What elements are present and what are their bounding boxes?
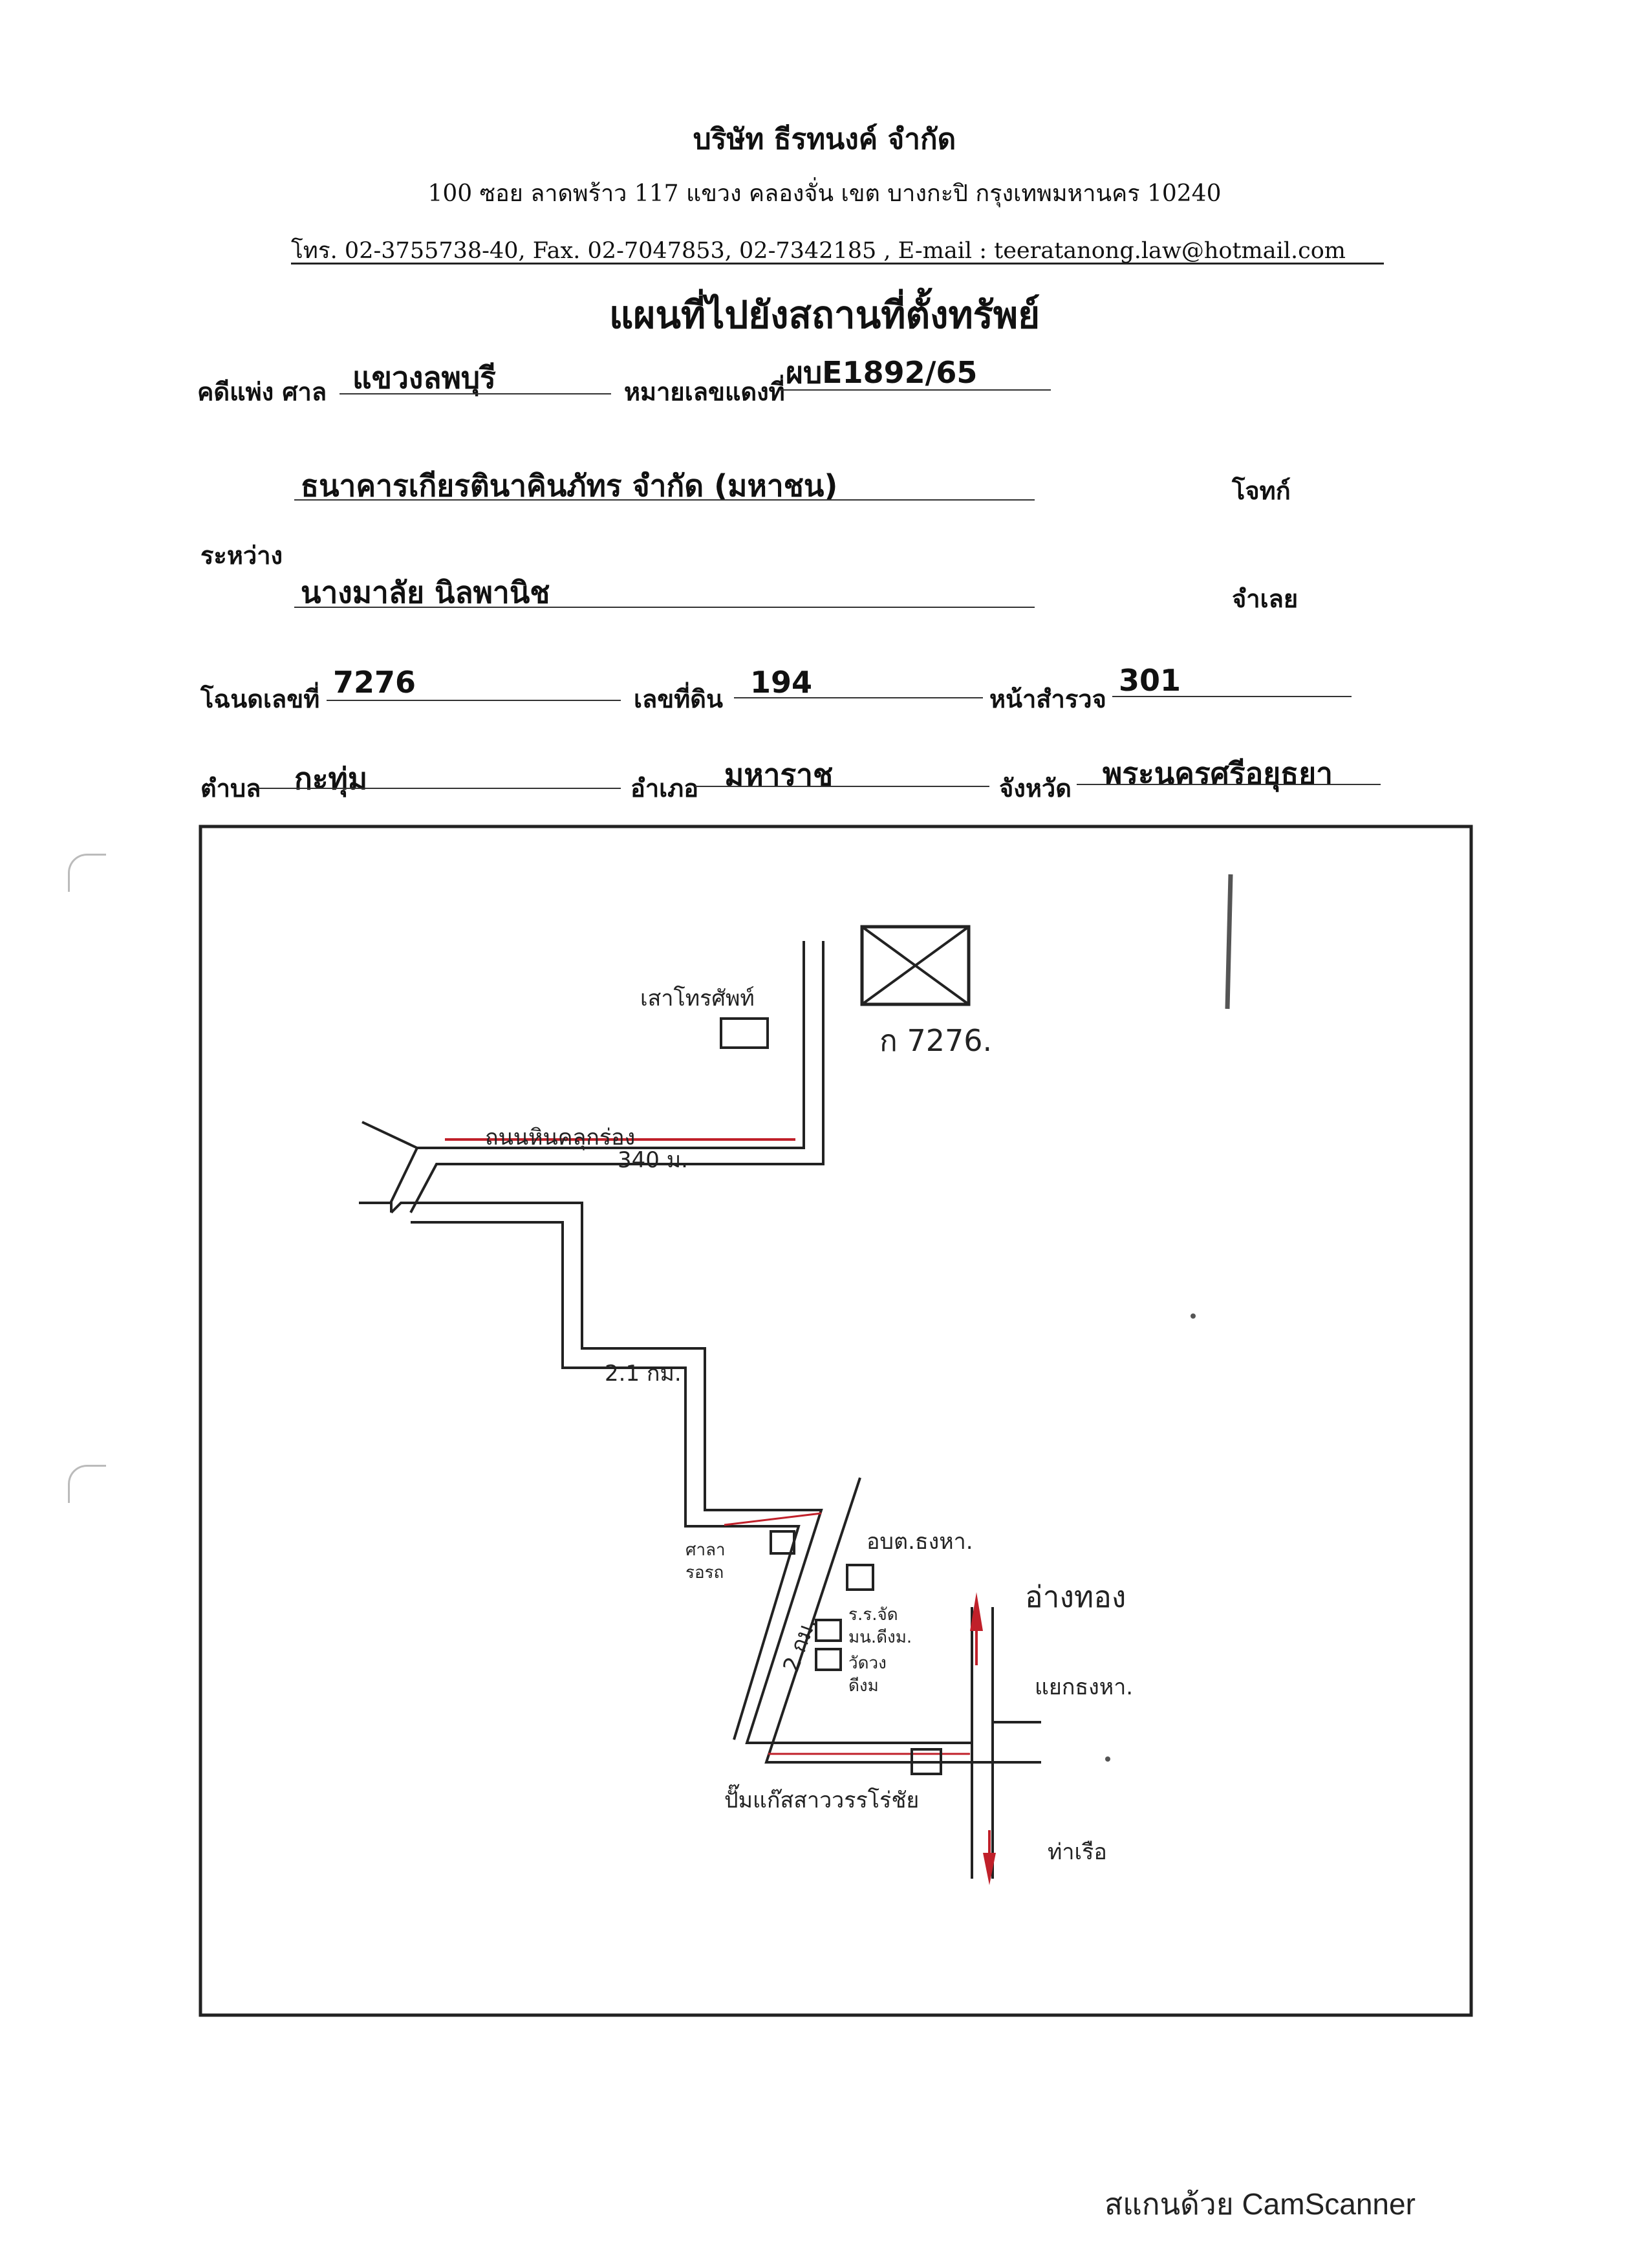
landmark-box-temple bbox=[815, 1648, 842, 1671]
company-address: 100 ซอย ลาดพร้าว 117 แขวง คลองจั่น เขต บ… bbox=[427, 180, 1222, 207]
landmark-box-top bbox=[720, 1017, 769, 1049]
company-contact: โทร. 02-3755738-40, Fax. 02-7047853, 02-… bbox=[291, 238, 1346, 264]
landmark-box-shelter bbox=[770, 1530, 795, 1555]
landmark-box-school bbox=[815, 1619, 842, 1642]
between-label: ระหว่าง bbox=[200, 541, 283, 570]
deed-underline bbox=[327, 700, 621, 701]
land-label: เลขที่ดิน bbox=[634, 684, 723, 713]
province-underline bbox=[1077, 784, 1381, 785]
direction-right-label: แยกธงหา. bbox=[1035, 1674, 1133, 1700]
province-value: พระนครศรีอยุธยา bbox=[1103, 756, 1333, 791]
plaintiff-value: ธนาคารเกียรตินาคินภัทร จำกัด (มหาชน) bbox=[301, 468, 838, 503]
arrow-up-icon bbox=[970, 1592, 983, 1665]
pen-mark bbox=[1225, 874, 1233, 1010]
map-frame bbox=[199, 825, 1473, 2017]
road-soi bbox=[390, 941, 824, 1213]
speck bbox=[1191, 1313, 1196, 1319]
landmark-3a: ร.ร.จัด bbox=[848, 1605, 898, 1625]
company-name: บริษัท ธีรทนงค์ จำกัด bbox=[693, 123, 956, 156]
defendant-underline bbox=[294, 607, 1035, 608]
red-case-underline bbox=[779, 389, 1051, 391]
road-highway bbox=[971, 1607, 1041, 1879]
direction-down-label: ท่าเรือ bbox=[1048, 1839, 1107, 1865]
landmark-box-obt bbox=[846, 1564, 874, 1591]
landmark-3b: มน.ดีงม. bbox=[848, 1628, 912, 1647]
distance-1: 340 ม. bbox=[618, 1147, 688, 1173]
road-main-red-1 bbox=[724, 1512, 822, 1526]
court-value: แขวงลพบุรี bbox=[352, 360, 496, 395]
deed-value: 7276 bbox=[333, 665, 416, 700]
red-case-value: ผบE1892/65 bbox=[786, 355, 978, 390]
scanner-watermark: สแกนด้วย CamScanner bbox=[1105, 2187, 1416, 2221]
survey-underline bbox=[1112, 696, 1352, 697]
court-underline bbox=[339, 393, 611, 394]
landmark-bottom-label: ปั๊มแก๊สสาววรรโร่ชัย bbox=[724, 1784, 919, 1813]
distance-2: 2.1 กม. bbox=[605, 1361, 682, 1387]
red-case-label: หมายเลขแดงที่ bbox=[624, 377, 785, 406]
amphoe-underline bbox=[695, 786, 989, 787]
punch-hole bbox=[68, 1465, 106, 1503]
plaintiff-role: โจทก์ bbox=[1232, 476, 1291, 505]
direction-up-label: อ่างทอง bbox=[1025, 1579, 1126, 1614]
landmark-4a: วัดวง bbox=[848, 1654, 887, 1673]
page-title: แผนที่ไปยังสถานที่ตั้งทรัพย์ bbox=[609, 293, 1040, 337]
amphoe-label: อำเภอ bbox=[630, 773, 699, 803]
property-marker-icon bbox=[860, 925, 971, 1006]
tambon-underline bbox=[259, 788, 621, 789]
arrow-down-icon bbox=[983, 1830, 996, 1885]
province-label: จังหวัด bbox=[999, 773, 1072, 803]
land-value: 194 bbox=[750, 665, 813, 700]
tambon-value: กะทุ่ม bbox=[294, 761, 368, 796]
survey-label: หน้าสำรวจ bbox=[989, 684, 1106, 713]
landmark-box-gas bbox=[911, 1748, 942, 1775]
road-name-label: ถนนหินคลุกร่อง bbox=[485, 1125, 635, 1150]
deed-label: โฉนดเลขที่ bbox=[200, 684, 320, 713]
defendant-role: จำเลย bbox=[1232, 584, 1299, 613]
landmark-4b: ดีงม bbox=[848, 1676, 879, 1696]
plaintiff-underline bbox=[294, 499, 1035, 501]
header-rule bbox=[291, 263, 1384, 265]
case-label: คดีแพ่ง ศาล bbox=[197, 377, 327, 406]
defendant-value: นางมาลัย นิลพานิช bbox=[301, 575, 550, 610]
land-underline bbox=[734, 697, 983, 698]
tambon-label: ตำบล bbox=[200, 773, 261, 803]
survey-value: 301 bbox=[1119, 663, 1181, 698]
landmark-left-2: รอรถ bbox=[685, 1563, 724, 1582]
property-label: ก 7276. bbox=[879, 1023, 992, 1058]
landmark-left-1: ศาลา bbox=[685, 1540, 726, 1560]
road-branch bbox=[359, 1121, 418, 1204]
landmark-right-label: อบต.ธงหา. bbox=[867, 1529, 973, 1555]
road-main bbox=[390, 1202, 993, 1764]
punch-hole bbox=[68, 854, 106, 892]
landmark-top-label: เสาโทรศัพท์ bbox=[640, 986, 755, 1011]
speck bbox=[1105, 1756, 1110, 1762]
